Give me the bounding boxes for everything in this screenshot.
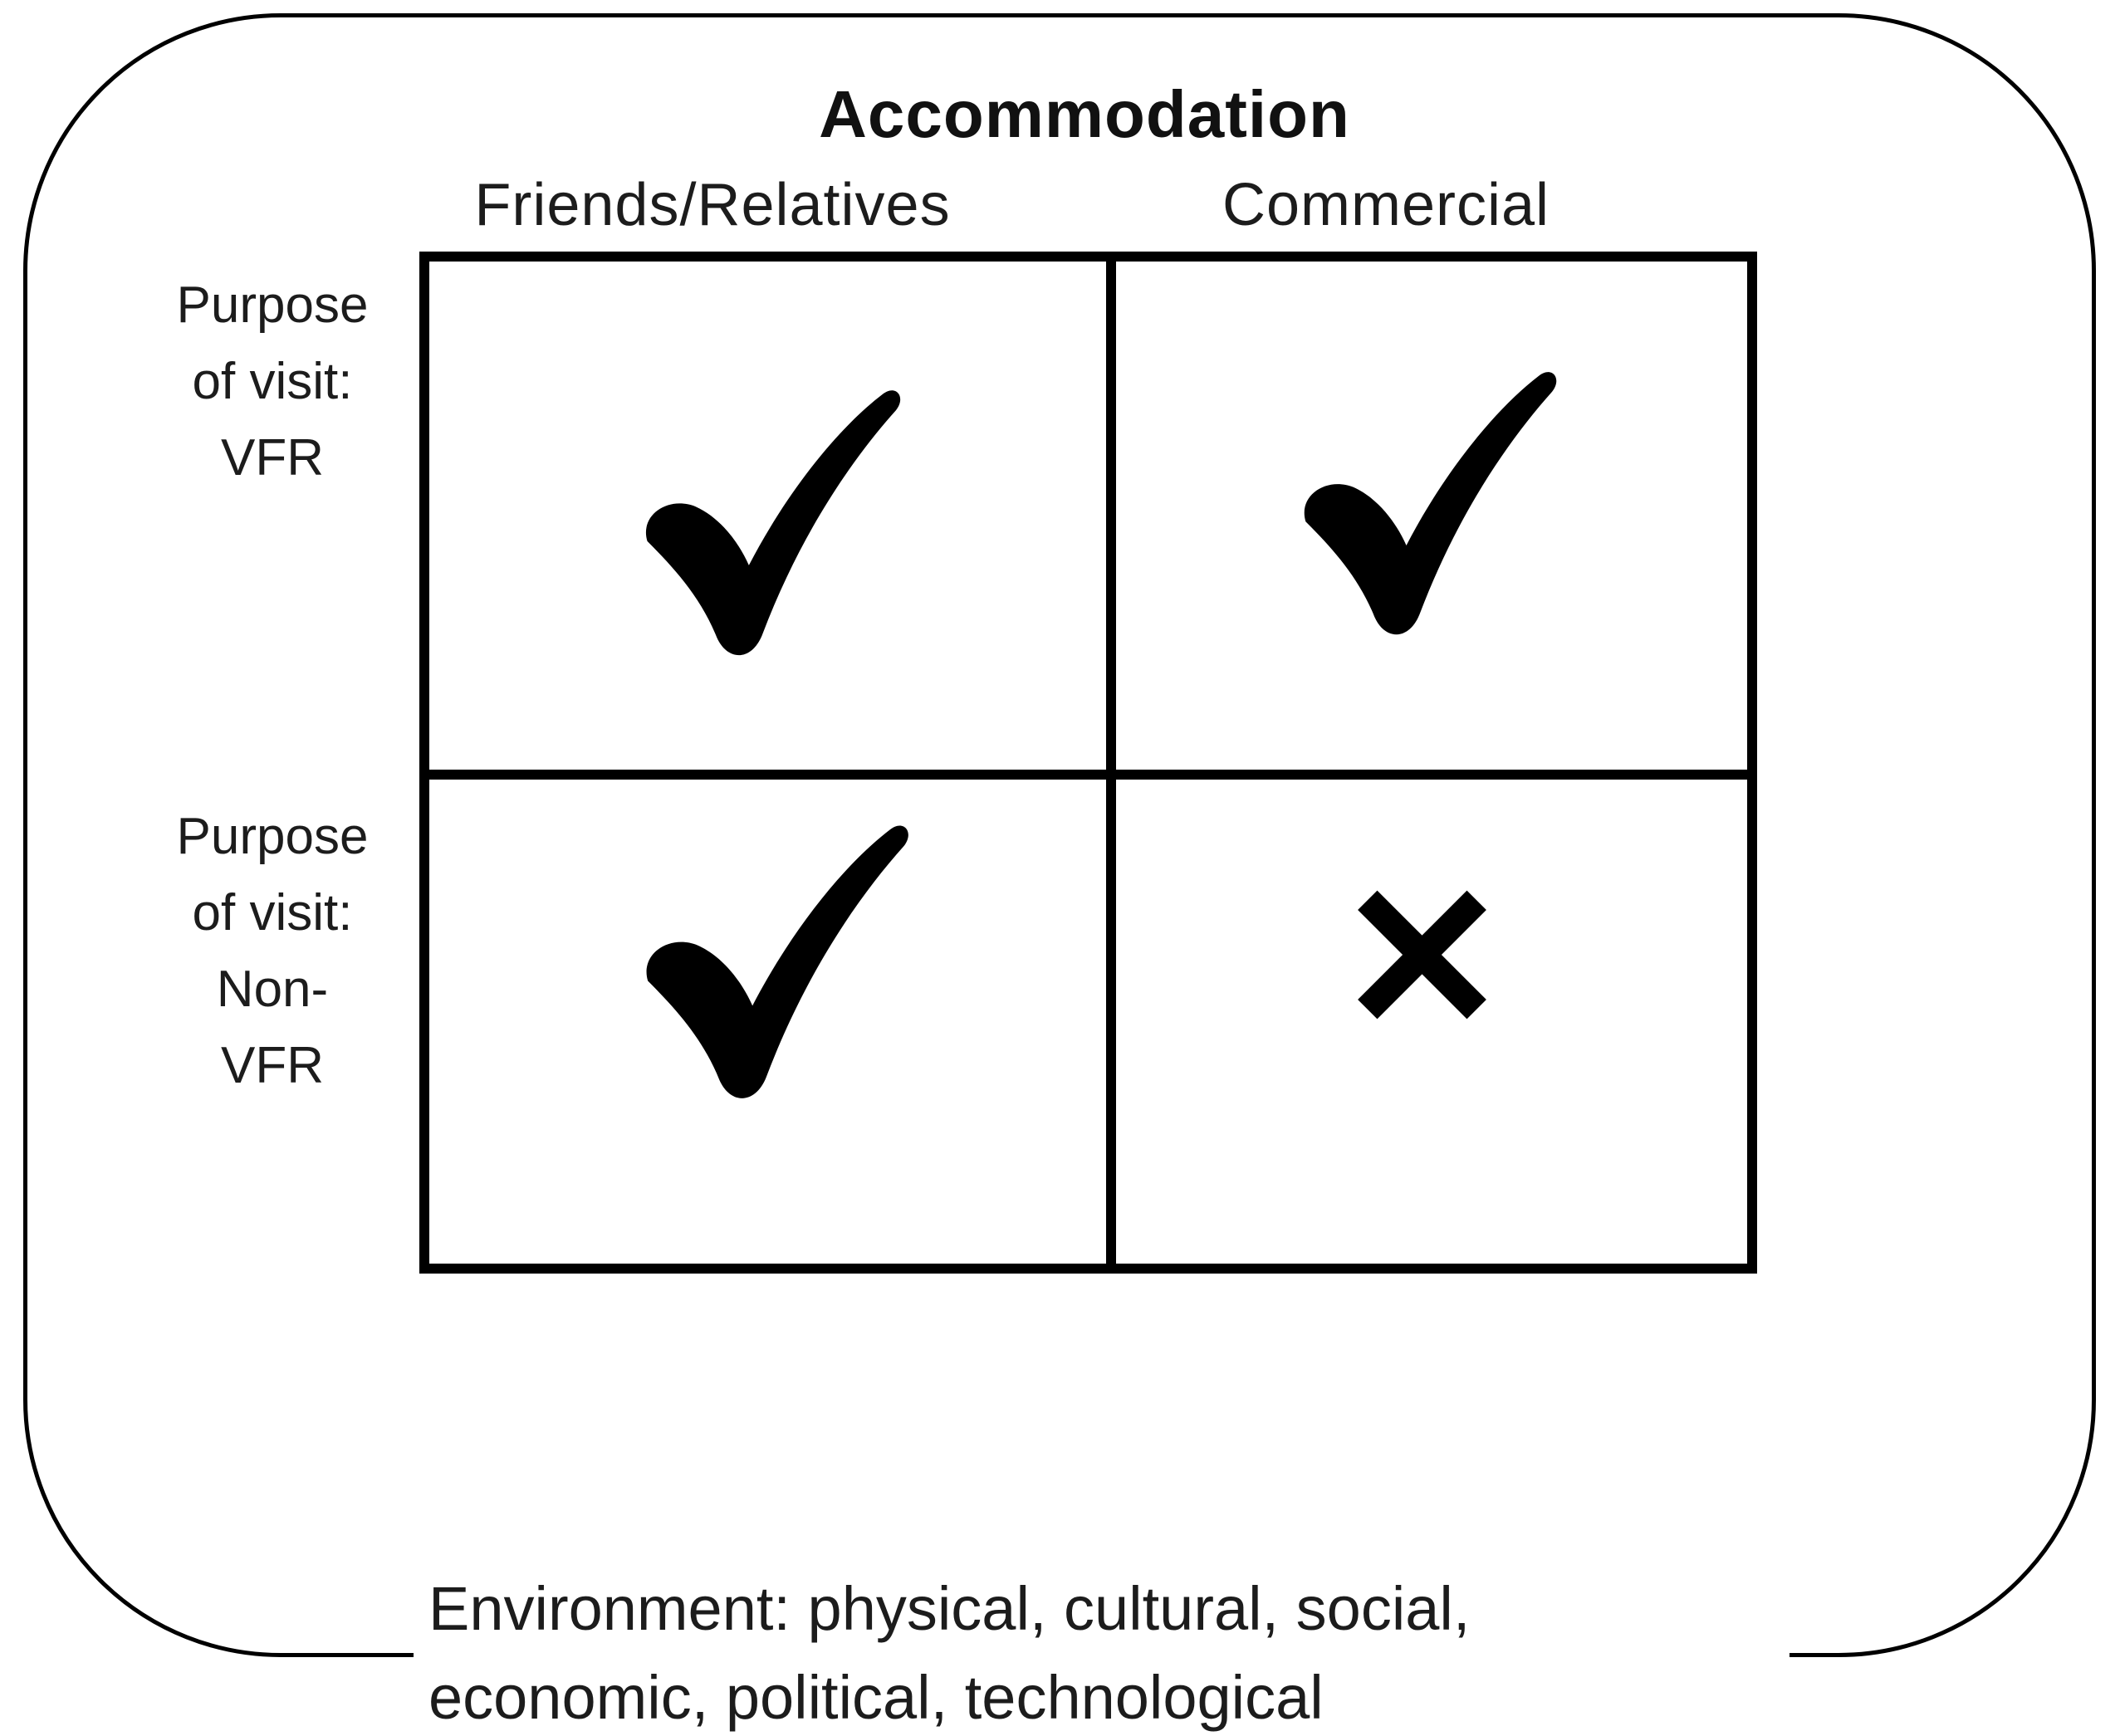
check-icon [645,390,901,656]
row-label-line: VFR [221,429,324,487]
accommodation-purpose-grid [419,252,1757,1274]
row-label-line: of visit: [192,353,353,410]
environment-caption-line: economic, political, technological [428,1663,1324,1732]
row-label-line: Purpose [176,808,369,865]
row-label-line: VFR [221,1037,324,1094]
row-label-line: Non- [216,961,329,1018]
matrix-title: Accommodation [819,77,1350,151]
cell-vfr-friends [627,384,911,664]
cell-nonvfr-commercial [1342,880,1502,1029]
row-label-line: of visit: [192,884,353,941]
row-label-non-vfr: Purpose of visit: Non- VFR [133,799,412,1104]
cell-nonvfr-friends [629,819,918,1108]
environment-caption-line: Environment: physical, cultural, social, [428,1574,1471,1643]
cell-vfr-commercial [1283,365,1569,643]
grid-horizontal-divider [429,770,1747,780]
environment-caption: Environment: physical, cultural, social,… [414,1549,1790,1736]
row-label-line: Purpose [176,276,369,334]
grid-vertical-divider [1106,262,1116,1264]
column-header-commercial: Commercial [1222,172,1550,238]
row-label-vfr: Purpose of visit: VFR [133,267,412,496]
check-icon [1304,372,1557,635]
column-header-friends-relatives: Friends/Relatives [474,172,951,238]
check-icon [646,825,908,1098]
cross-icon [1358,890,1486,1020]
